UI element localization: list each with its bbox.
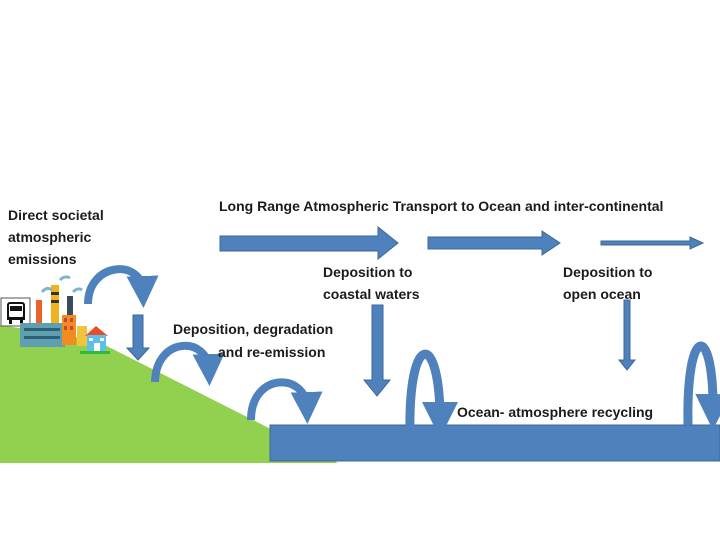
emissions-label-line1: Direct societal (8, 207, 104, 223)
transport-arrow-3 (600, 236, 705, 250)
emissions-label-line3: emissions (8, 251, 77, 267)
transport-arrow-1 (219, 225, 399, 261)
land-deposition-label-line1: Deposition, degradation (173, 321, 333, 337)
deposition-arrow-land (125, 314, 151, 361)
deposition-arrow-coastal (362, 304, 392, 397)
land-deposition-label-line2: and re-emission (218, 344, 325, 360)
reemission-curve-arrow-2 (247, 378, 323, 424)
emission-curve-arrow (84, 265, 159, 308)
recycling-curve-arrow-1 (405, 349, 458, 438)
ocean-bar (269, 424, 720, 462)
factory-icon (20, 275, 87, 347)
open-ocean-label-line1: Deposition to (563, 264, 652, 280)
emissions-label-line2: atmospheric (8, 229, 91, 245)
reemission-curve-arrow-1 (151, 342, 225, 386)
coastal-label-line1: Deposition to (323, 264, 412, 280)
truck-icon (0, 297, 31, 327)
deposition-arrow-ocean (617, 299, 637, 371)
open-ocean-label-line2: open ocean (563, 286, 641, 302)
recycling-curve-arrow-2 (683, 341, 720, 430)
transport-arrow-2 (427, 230, 561, 256)
recycling-label: Ocean- atmosphere recycling (457, 404, 653, 420)
house-icon (80, 326, 110, 354)
coastal-label-line2: coastal waters (323, 286, 420, 302)
long-range-transport-label: Long Range Atmospheric Transport to Ocea… (219, 198, 663, 214)
land-slope (0, 325, 338, 463)
